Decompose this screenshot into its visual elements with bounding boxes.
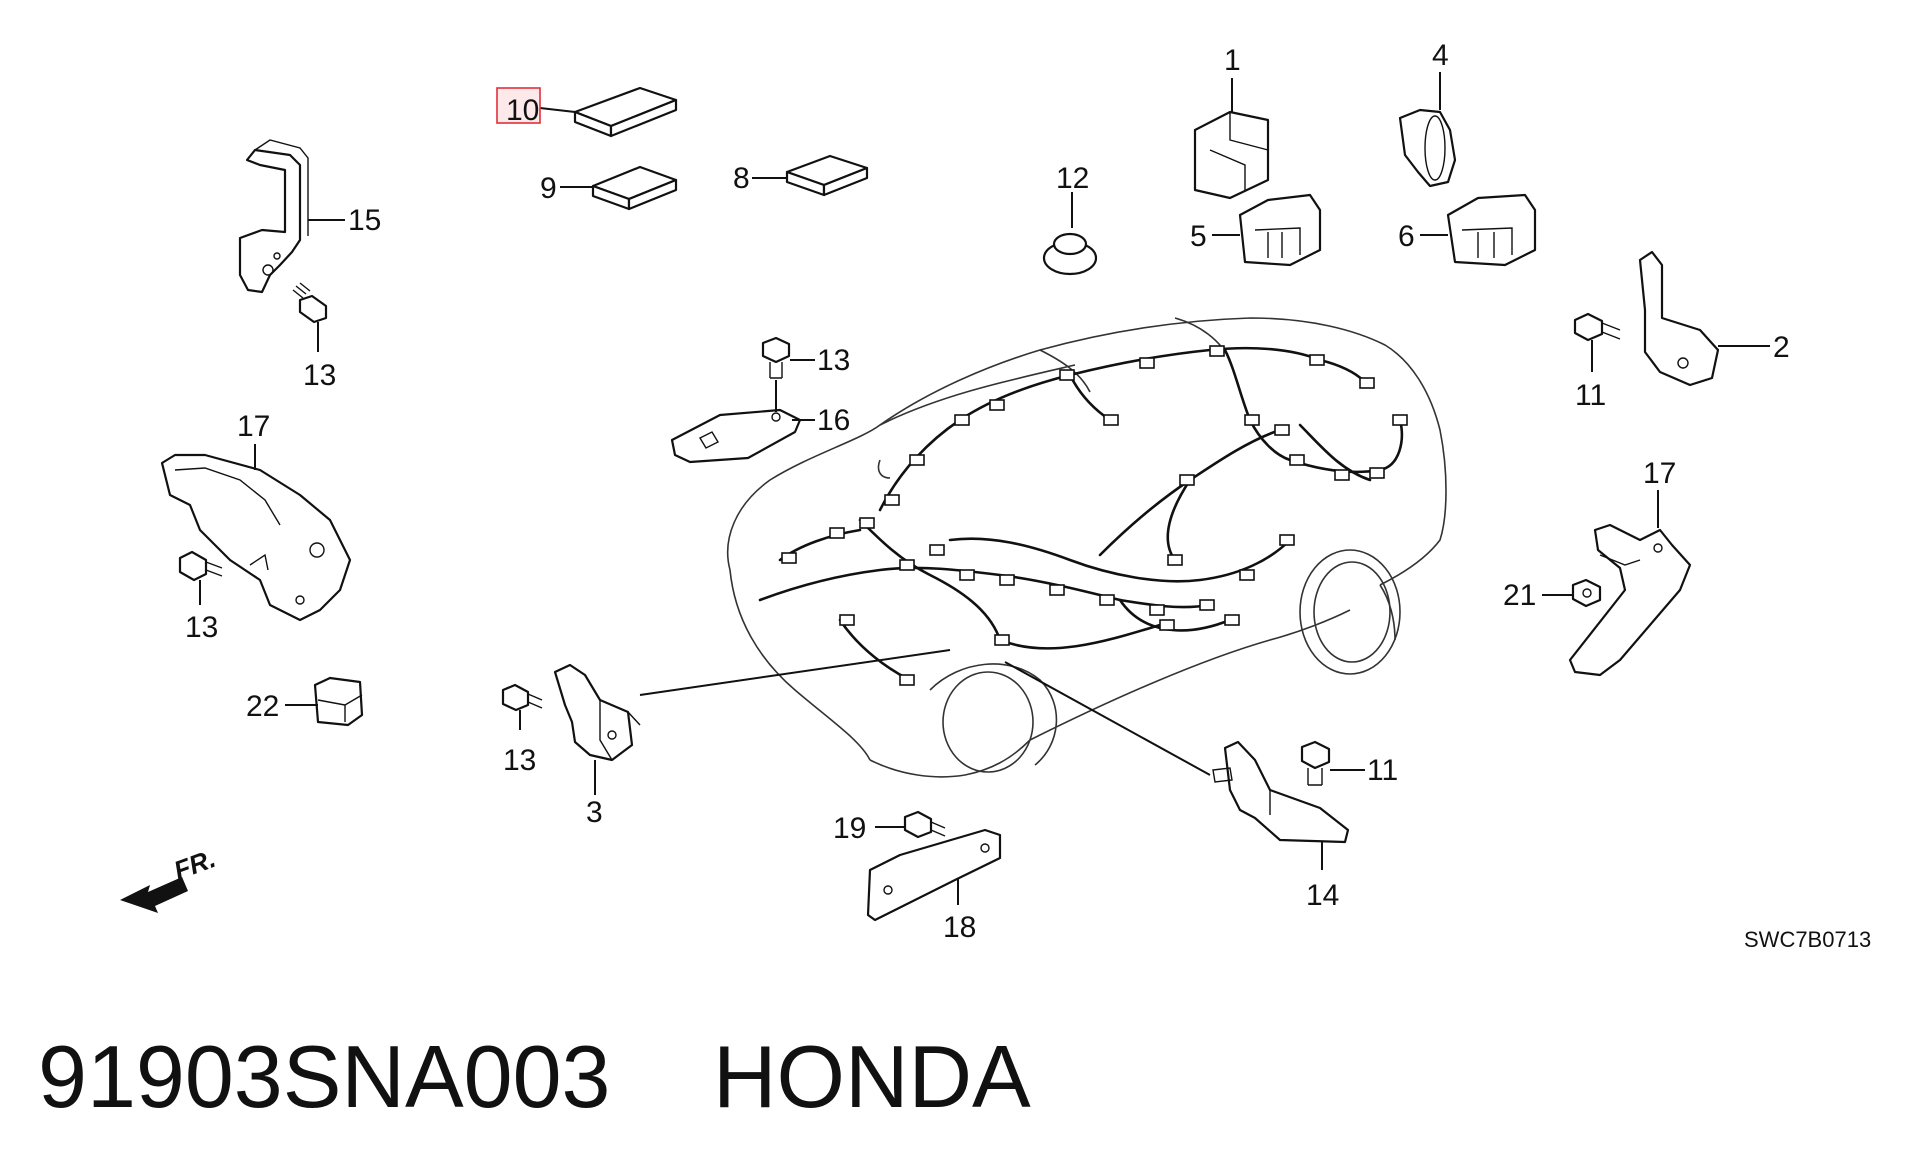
part-13-bolt-b[interactable] (178, 550, 223, 582)
part-22-relay[interactable] (313, 676, 364, 727)
callout-18[interactable]: 17 (1643, 457, 1676, 490)
callout-13-b[interactable]: 13 (185, 611, 218, 644)
part-13-bolt-d[interactable] (501, 683, 543, 712)
callout-2[interactable]: 2 (1773, 331, 1790, 364)
part-19-bracket[interactable] (160, 453, 352, 622)
callout-13-d[interactable]: 13 (503, 744, 536, 777)
front-direction-label: FR. (170, 843, 220, 886)
leader-harness-to-3 (639, 649, 951, 696)
brand-name: HONDA (712, 1027, 1031, 1126)
callout-12[interactable]: 12 (1056, 162, 1089, 195)
callout-22[interactable]: 22 (246, 690, 279, 723)
callout-17[interactable]: 15 (348, 204, 381, 237)
part-5-connector[interactable] (1238, 193, 1322, 267)
part-9-pad[interactable] (591, 165, 678, 211)
part-13-bolt-c[interactable] (761, 336, 791, 379)
leader-harness-to-14 (1004, 661, 1211, 776)
callout-10[interactable]: 10 (506, 94, 539, 127)
callout-15[interactable]: 16 (817, 404, 850, 437)
part-13-bolt-a[interactable] (292, 282, 328, 324)
callout-16[interactable]: 18 (943, 911, 976, 944)
callout-21[interactable]: 21 (1503, 579, 1536, 612)
part-11-bolt-b[interactable] (1573, 312, 1621, 342)
callout-10-highlight (496, 87, 541, 124)
callout-6[interactable]: 6 (1398, 220, 1415, 253)
callout-8[interactable]: 8 (733, 162, 750, 195)
footer-caption: 91903SNA003 HONDA (38, 1012, 1918, 1142)
callout-5[interactable]: 5 (1190, 220, 1207, 253)
part-20-bolt[interactable] (903, 810, 946, 839)
part-10-pad[interactable] (573, 86, 678, 138)
callout-3[interactable]: 3 (586, 796, 603, 829)
part-21-nut[interactable] (1571, 578, 1602, 608)
leader-10 (539, 107, 576, 113)
callout-13-c[interactable]: 13 (817, 344, 850, 377)
part-14-bracket[interactable] (1212, 740, 1350, 844)
wiring-harness (758, 345, 1408, 686)
part-2-bracket[interactable] (1638, 250, 1720, 387)
part-12-grommet[interactable] (1042, 232, 1098, 276)
part-number: 91903SNA003 (38, 1027, 611, 1126)
callout-14[interactable]: 14 (1306, 879, 1339, 912)
part-1-connector-holder[interactable] (1193, 110, 1270, 200)
callout-13-a[interactable]: 13 (303, 359, 336, 392)
callout-11-b[interactable]: 11 (1575, 379, 1606, 412)
part-17-bracket[interactable] (238, 139, 309, 294)
part-18-bracket[interactable] (1568, 523, 1692, 677)
part-15-plate[interactable] (670, 408, 802, 464)
part-8-pad[interactable] (785, 154, 869, 197)
part-3-bracket[interactable] (553, 663, 641, 762)
drawing-code: SWC7B0713 (1744, 927, 1871, 952)
callout-19[interactable]: 17 (237, 410, 270, 443)
callout-11-a[interactable]: 11 (1367, 754, 1398, 787)
part-16-plate[interactable] (866, 828, 1002, 922)
part-4-grommet[interactable] (1398, 108, 1457, 188)
callout-9[interactable]: 9 (540, 172, 557, 205)
callout-20[interactable]: 19 (833, 812, 866, 845)
callout-4[interactable]: 4 (1432, 39, 1449, 72)
part-11-bolt-a[interactable] (1300, 740, 1331, 786)
callout-1[interactable]: 1 (1224, 44, 1241, 77)
front-direction-arrow (120, 877, 188, 913)
part-6-connector[interactable] (1446, 193, 1537, 267)
